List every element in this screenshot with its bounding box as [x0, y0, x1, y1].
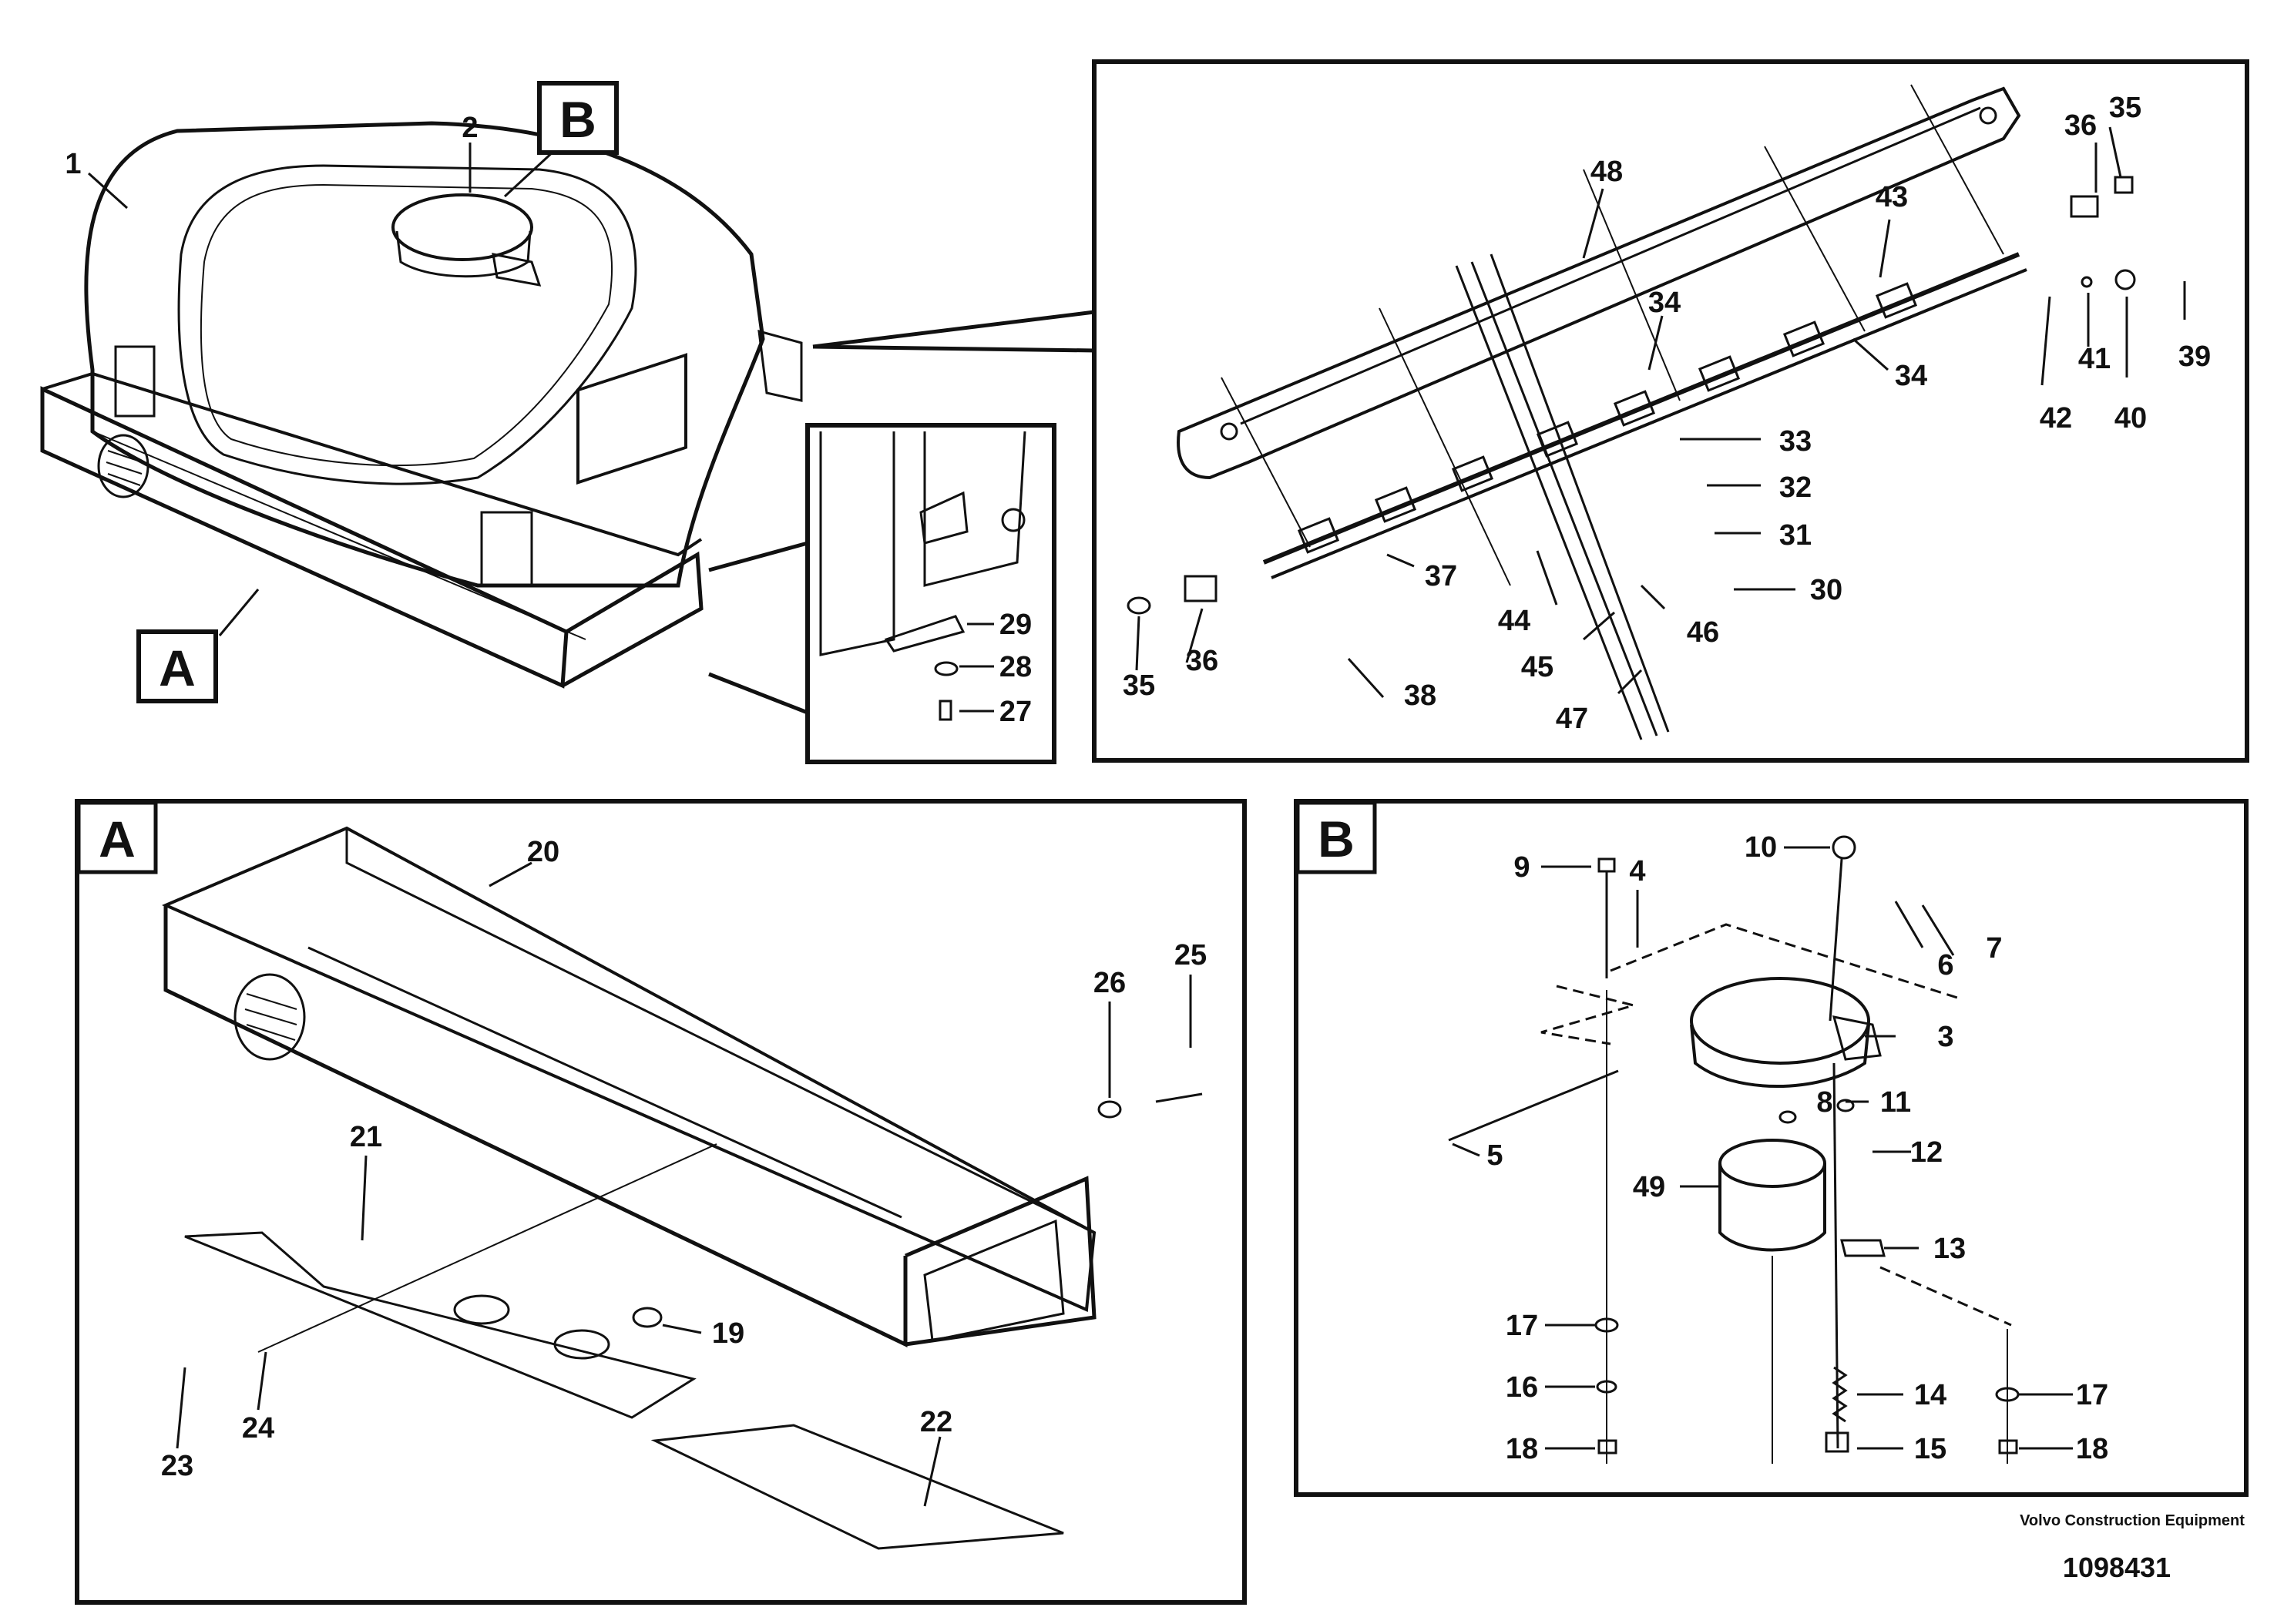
callout: 36 — [1186, 645, 1218, 677]
detail-top-panel — [1092, 59, 2249, 763]
callout: 8 — [1816, 1086, 1832, 1119]
callout: 14 — [1914, 1379, 1946, 1411]
callout: 32 — [1779, 471, 1812, 504]
callout: 17 — [2076, 1379, 2108, 1411]
callout: 27 — [999, 696, 1032, 728]
callout: 6 — [1937, 949, 1953, 981]
callout: 35 — [2109, 92, 2141, 124]
callout: 36 — [2064, 109, 2097, 142]
tank-assembly-drawing — [40, 121, 1097, 689]
callouts-detail-top: 48 43 36 35 34 34 42 41 40 39 33 32 31 3… — [1123, 92, 2211, 735]
callouts-detail-small: 29 28 27 — [999, 609, 1032, 728]
callout: 42 — [2040, 402, 2072, 435]
callout: 45 — [1521, 651, 1553, 683]
callout: 31 — [1779, 519, 1812, 552]
panel-a-drawing — [75, 799, 1247, 1605]
callouts-panel-b: 9 10 4 7 6 3 8 11 5 12 49 13 17 16 18 14… — [1486, 831, 2108, 1465]
callout: 3 — [1937, 1021, 1953, 1053]
view-tag-a-overview: A — [136, 629, 218, 703]
callout: 18 — [1506, 1433, 1538, 1465]
callout: 47 — [1556, 703, 1588, 735]
callout: 35 — [1123, 669, 1155, 702]
callout: 10 — [1745, 831, 1777, 864]
callout: 12 — [1910, 1136, 1943, 1169]
callout: 43 — [1876, 181, 1908, 213]
callout: 29 — [999, 609, 1032, 641]
callout: 4 — [1629, 855, 1645, 887]
callout: 26 — [1093, 967, 1126, 999]
callout: 15 — [1914, 1433, 1946, 1465]
callout: 16 — [1506, 1371, 1538, 1404]
view-tag-b-overview: B — [537, 81, 619, 155]
callout: 22 — [920, 1406, 952, 1438]
callout: 46 — [1687, 616, 1719, 649]
brand-label: Volvo Construction Equipment — [2020, 1512, 2245, 1529]
callout: 41 — [2078, 343, 2111, 375]
callouts-overview: 1 2 — [65, 112, 478, 180]
callouts-panel-a: 20 26 25 21 19 22 24 23 — [161, 836, 1207, 1482]
callout: 37 — [1425, 560, 1457, 592]
detail-small-panel — [708, 423, 1056, 764]
callout: 40 — [2114, 402, 2147, 435]
callout: 38 — [1404, 679, 1436, 712]
callout: 30 — [1810, 574, 1842, 606]
callout: 49 — [1633, 1171, 1665, 1203]
callout: 1 — [65, 148, 81, 180]
callout: 48 — [1590, 156, 1623, 188]
svg-text:B: B — [559, 91, 596, 148]
callout: 39 — [2178, 341, 2211, 373]
callout: 34 — [1648, 287, 1681, 319]
callout: 21 — [350, 1121, 382, 1153]
callout: 44 — [1498, 605, 1530, 637]
callout: 2 — [462, 112, 478, 144]
document-number: 1098431 — [2062, 1552, 2171, 1583]
callout: 19 — [712, 1317, 744, 1350]
callout: 23 — [161, 1450, 193, 1482]
callout: 18 — [2076, 1433, 2108, 1465]
callout: 34 — [1895, 360, 1927, 392]
panel-b-drawing — [1294, 799, 2249, 1497]
callout: 28 — [999, 651, 1032, 683]
callout: 20 — [527, 836, 559, 868]
svg-text:A: A — [159, 639, 196, 696]
callout: 25 — [1174, 939, 1207, 971]
callout: 33 — [1779, 425, 1812, 458]
callout: 11 — [1880, 1086, 1911, 1119]
callout: 17 — [1506, 1310, 1538, 1342]
callout: 24 — [242, 1412, 274, 1444]
panel-b-tag: B — [1318, 810, 1355, 867]
panel-a-tag: A — [99, 810, 136, 867]
callout: 5 — [1486, 1139, 1503, 1172]
callout: 13 — [1933, 1233, 1966, 1265]
callout: 7 — [1986, 932, 2002, 965]
callout: 9 — [1513, 851, 1530, 884]
